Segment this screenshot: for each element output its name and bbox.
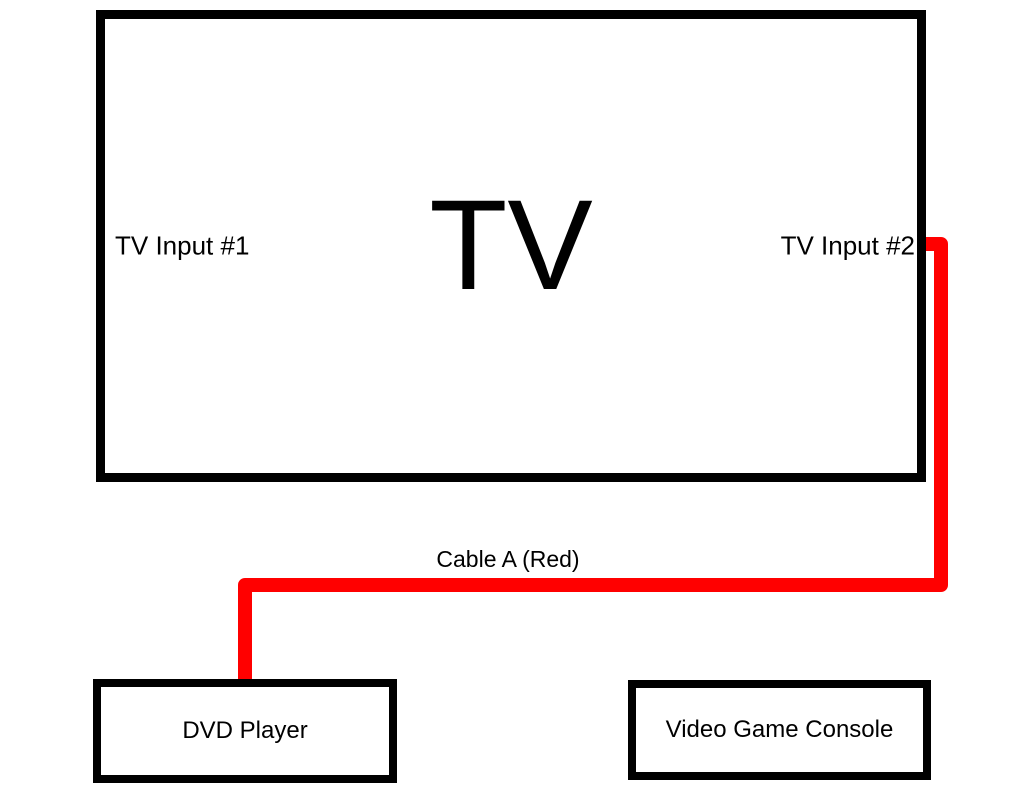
- tv-input-2-label: TV Input #2: [780, 230, 915, 261]
- tv-input-1-label: TV Input #1: [115, 230, 250, 261]
- cable-a-path: [238, 237, 948, 688]
- video-game-console-label: Video Game Console: [665, 716, 894, 743]
- tv-title: TV: [429, 174, 593, 317]
- cable-a-label: Cable A (Red): [436, 546, 580, 572]
- dvd-player-label: DVD Player: [182, 717, 308, 744]
- video-game-console-box: Video Game Console: [628, 680, 931, 780]
- tv-box: TV TV Input #1 TV Input #2: [96, 10, 926, 482]
- dvd-player-box: DVD Player: [93, 679, 397, 783]
